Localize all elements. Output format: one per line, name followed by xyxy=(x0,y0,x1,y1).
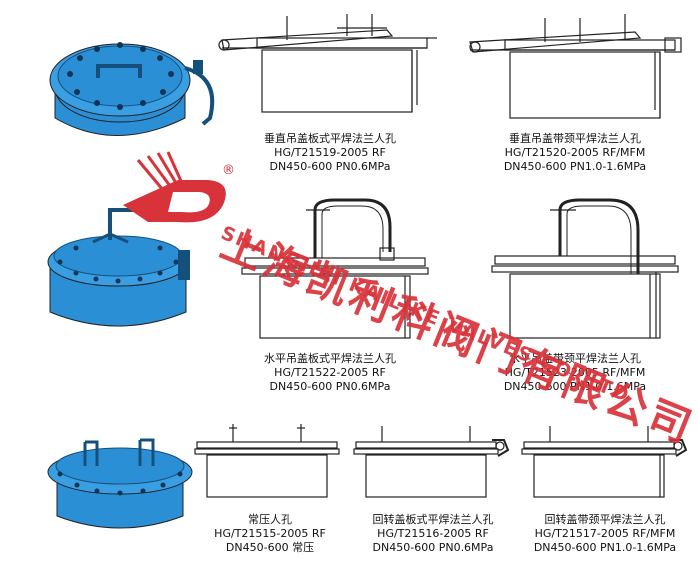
horizontal-davit-neck-flange-drawing xyxy=(491,198,679,339)
caption-swing-neck: 回转盖带颈平焊法兰人孔 HG/T21517-2005 RF/MFM DN450-… xyxy=(520,513,690,555)
item-name: 垂直吊盖带颈平焊法兰人孔 xyxy=(509,132,641,145)
swing-plate-flange-drawing xyxy=(353,426,510,498)
item-spec: DN450-600 PN1.0-1.6MPa xyxy=(533,541,677,554)
item-standard: HG/T21522-2005 RF xyxy=(274,366,386,379)
vertical-davit-plate-flange-drawing xyxy=(218,14,437,113)
horizontal-davit-manhole-3d xyxy=(47,208,190,327)
vertical-davit-manhole-3d xyxy=(49,42,215,136)
item-spec: DN450-600 PN0.6MPa xyxy=(372,541,494,554)
caption-horizontal-neck: 水平吊盖带颈平焊法兰人孔 HG/T21523-2005 RF/MFM DN450… xyxy=(490,352,660,394)
atmospheric-manhole-3d xyxy=(47,438,193,529)
caption-vertical-plate: 垂直吊盖板式平焊法兰人孔 HG/T21519-2005 RF DN450-600… xyxy=(245,132,415,174)
kailike-logo: ® xyxy=(123,151,235,223)
caption-swing-plate: 回转盖板式平焊法兰人孔 HG/T21516-2005 RF DN450-600 … xyxy=(348,513,518,555)
item-name: 水平吊盖带颈平焊法兰人孔 xyxy=(509,352,641,365)
item-spec: DN450-600 PN1.0-1.6MPa xyxy=(503,160,647,173)
caption-atmospheric: 常压人孔 HG/T21515-2005 RF DN450-600 常压 xyxy=(185,513,355,555)
swing-neck-flange-drawing xyxy=(521,426,688,498)
item-spec: DN450-600 PN1.0-1.6MPa xyxy=(503,380,647,393)
item-name: 回转盖板式平焊法兰人孔 xyxy=(372,513,494,526)
registered-mark: ® xyxy=(222,163,235,178)
item-standard: HG/T21516-2005 RF xyxy=(377,527,489,540)
item-spec: DN450-600 PN0.6MPa xyxy=(269,160,391,173)
item-standard: HG/T21519-2005 RF xyxy=(274,146,386,159)
item-standard: HG/T21520-2005 RF/MFM xyxy=(504,146,646,159)
horizontal-davit-plate-flange-drawing xyxy=(241,198,429,339)
atmospheric-manhole-drawing xyxy=(194,424,340,498)
item-name: 常压人孔 xyxy=(248,513,292,526)
item-standard: HG/T21523-2005 RF/MFM xyxy=(504,366,646,379)
item-spec: DN450-600 PN0.6MPa xyxy=(269,380,391,393)
item-name: 回转盖带颈平焊法兰人孔 xyxy=(544,513,666,526)
item-name: 水平吊盖板式平焊法兰人孔 xyxy=(264,352,396,365)
caption-horizontal-plate: 水平吊盖板式平焊法兰人孔 HG/T21522-2005 RF DN450-600… xyxy=(245,352,415,394)
item-standard: HG/T21517-2005 RF/MFM xyxy=(534,527,676,540)
vertical-davit-neck-flange-drawing xyxy=(469,14,682,119)
item-spec: DN450-600 常压 xyxy=(225,541,315,554)
item-standard: HG/T21515-2005 RF xyxy=(214,527,326,540)
caption-vertical-neck: 垂直吊盖带颈平焊法兰人孔 HG/T21520-2005 RF/MFM DN450… xyxy=(490,132,660,174)
item-name: 垂直吊盖板式平焊法兰人孔 xyxy=(264,132,396,145)
